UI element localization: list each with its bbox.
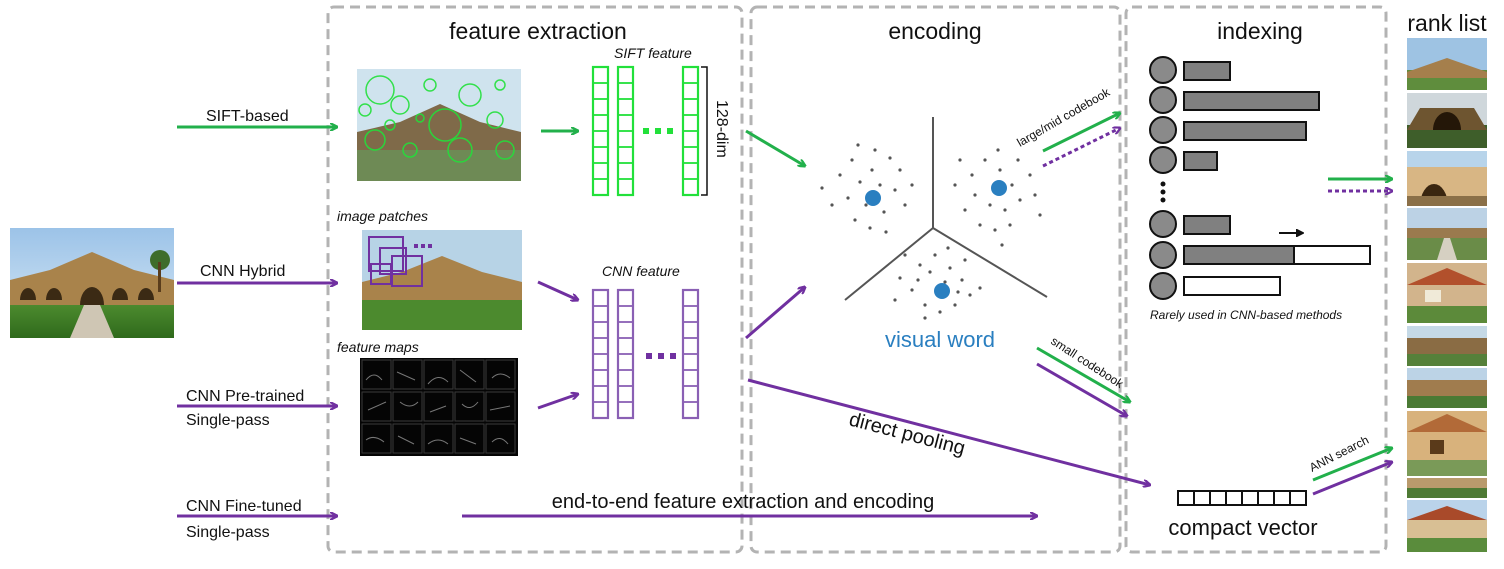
method-cnn-finetuned-label: CNN Fine-tuned bbox=[186, 498, 302, 515]
rank-item bbox=[1407, 478, 1487, 498]
visual-word-clusters bbox=[820, 117, 1048, 320]
rank-item bbox=[1407, 38, 1487, 90]
query-image bbox=[10, 228, 174, 338]
method-cnn-pretrained-sub: Single-pass bbox=[186, 412, 270, 429]
feature-maps-image bbox=[360, 358, 518, 456]
compact-vector-label: compact vector bbox=[1168, 515, 1317, 540]
feature-extraction-title: feature extraction bbox=[449, 18, 627, 44]
end-to-end-label: end-to-end feature extraction and encodi… bbox=[552, 491, 935, 513]
cnn-to-encoding-arrow bbox=[745, 287, 805, 340]
rank-item bbox=[1407, 263, 1487, 323]
encoding-title: encoding bbox=[888, 18, 981, 44]
cnn-feature-label: CNN feature bbox=[602, 263, 680, 279]
index-ellipsis bbox=[1160, 181, 1166, 203]
dim-label: 128-dim bbox=[713, 100, 730, 158]
method-sift-label: SIFT-based bbox=[206, 108, 289, 125]
sift-feature-vectors bbox=[591, 65, 708, 197]
cnn-feature-vectors bbox=[591, 288, 700, 420]
inverted-index bbox=[1149, 56, 1371, 300]
feature-extraction-box bbox=[326, 5, 744, 554]
rank-list-title: rank list bbox=[1407, 10, 1487, 36]
direct-pooling-label: direct pooling bbox=[847, 409, 968, 460]
direct-pooling-arrow bbox=[747, 378, 1150, 485]
maps-to-cnn-arrow bbox=[537, 394, 578, 410]
large-codebook-cnn-arrow bbox=[1042, 128, 1120, 168]
compact-vector bbox=[1177, 490, 1307, 506]
method-cnn-hybrid-label: CNN Hybrid bbox=[200, 263, 285, 280]
small-codebook-cnn-arrow bbox=[1036, 362, 1127, 416]
sift-feature-label: SIFT feature bbox=[614, 45, 692, 61]
sift-keypoints-image bbox=[357, 69, 521, 181]
ann-sift-arrow bbox=[1312, 448, 1392, 482]
small-codebook-sift-arrow bbox=[1036, 346, 1130, 402]
rank-list bbox=[1407, 38, 1487, 552]
rarely-used-label: Rarely used in CNN-based methods bbox=[1150, 308, 1342, 322]
ann-cnn-arrow bbox=[1312, 462, 1392, 496]
feature-maps-label: feature maps bbox=[337, 339, 419, 355]
rank-item bbox=[1407, 411, 1487, 476]
rank-item bbox=[1407, 93, 1487, 148]
rank-item bbox=[1407, 368, 1487, 408]
visual-word-label: visual word bbox=[885, 327, 995, 352]
image-patches-label: image patches bbox=[337, 208, 428, 224]
method-cnn-pretrained-label: CNN Pre-trained bbox=[186, 388, 304, 405]
large-codebook-sift-arrow bbox=[1042, 113, 1120, 153]
method-cnn-finetuned-sub: Single-pass bbox=[186, 524, 270, 541]
indexing-title: indexing bbox=[1217, 18, 1303, 44]
image-patches-image bbox=[362, 230, 522, 330]
patches-to-cnn-arrow bbox=[537, 280, 578, 300]
rank-item bbox=[1407, 500, 1487, 552]
rank-item bbox=[1407, 208, 1487, 260]
sift-to-encoding-arrow bbox=[745, 129, 805, 166]
rank-item bbox=[1407, 326, 1487, 366]
rank-item bbox=[1407, 151, 1487, 206]
encoding-box bbox=[749, 5, 1122, 554]
